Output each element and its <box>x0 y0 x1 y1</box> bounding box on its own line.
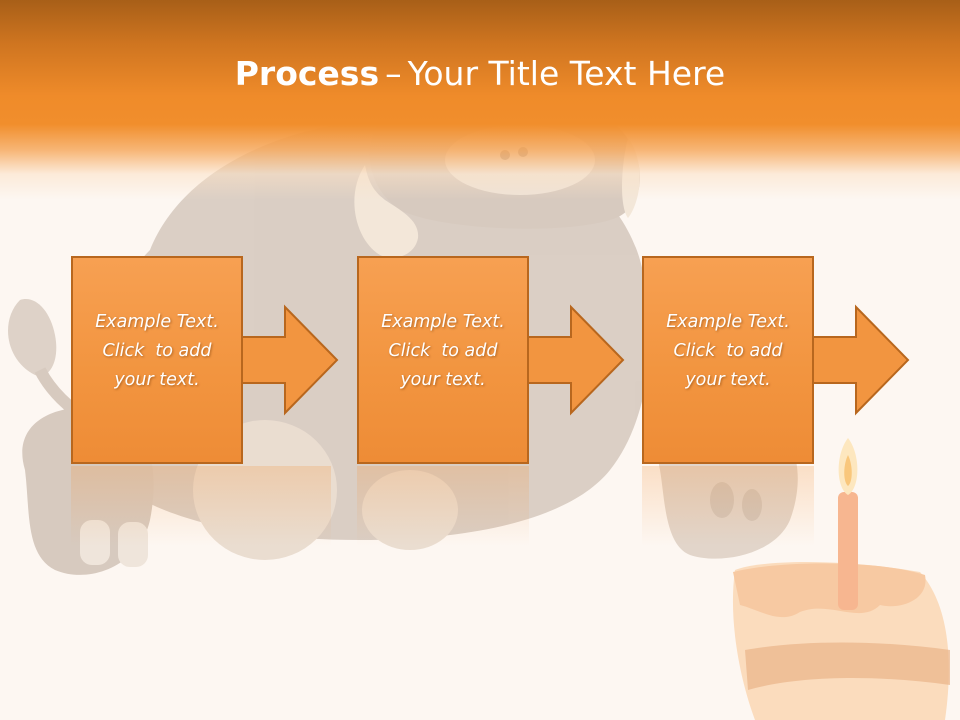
step-text-line: Example Text. <box>95 312 219 332</box>
title-separator: – <box>385 54 402 93</box>
arrow-right-icon <box>812 304 910 416</box>
arrow-right-icon <box>241 304 339 416</box>
cake-illustration <box>732 438 950 720</box>
step-text-line: Example Text. <box>666 312 790 332</box>
rhino-foot-right <box>362 470 458 550</box>
step-reflection <box>642 466 814 546</box>
title-banner <box>0 0 960 200</box>
rhino-tail <box>8 299 57 376</box>
step-reflection <box>357 466 529 546</box>
step-text[interactable]: Example Text. Click to add your text. <box>648 308 808 395</box>
process-step-3[interactable]: Example Text. Click to add your text. <box>642 256 910 464</box>
candle <box>838 492 858 610</box>
cake-frosting <box>733 563 926 618</box>
step-reflection <box>71 466 331 546</box>
slide-title: Process–Your Title Text Here <box>0 52 960 96</box>
process-step-1[interactable]: Example Text. Click to add your text. <box>71 256 339 464</box>
title-rest: Your Title Text Here <box>407 54 726 93</box>
step-text[interactable]: Example Text. Click to add your text. <box>77 308 237 395</box>
step-text-line: Example Text. <box>381 312 505 332</box>
cake-layer <box>745 642 950 690</box>
title-strong: Process <box>234 54 380 93</box>
process-step-2[interactable]: Example Text. Click to add your text. <box>357 256 625 464</box>
step-text-line: your text. <box>114 370 200 390</box>
arrow-right-icon <box>527 304 625 416</box>
step-text[interactable]: Example Text. Click to add your text. <box>363 308 523 395</box>
step-text-line: Click to add <box>102 341 212 361</box>
step-text-line: Click to add <box>673 341 783 361</box>
step-text-line: Click to add <box>388 341 498 361</box>
step-text-line: your text. <box>400 370 486 390</box>
step-text-line: your text. <box>685 370 771 390</box>
rhino-toe <box>80 520 110 565</box>
rhino-toe <box>118 522 148 567</box>
process-box[interactable] <box>357 256 529 464</box>
